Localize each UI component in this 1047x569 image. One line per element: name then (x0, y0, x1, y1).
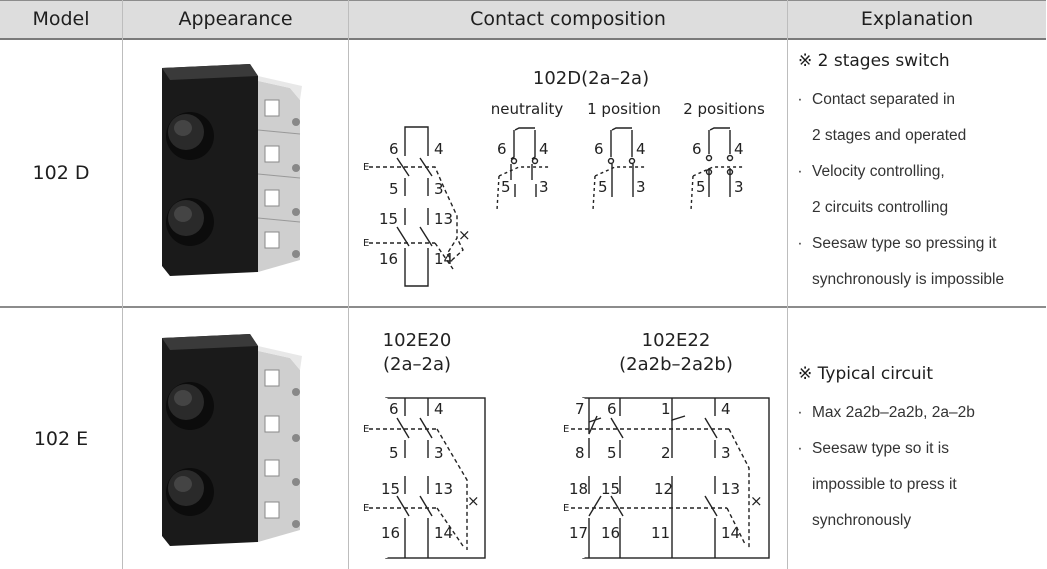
terminal-label: 3 (539, 178, 549, 196)
diagram-title: 102E22 (642, 330, 711, 351)
terminal-label: 5 (501, 178, 511, 196)
terminal-label: 4 (734, 140, 744, 158)
explanation-cell-102e: ※ Typical circuit ·Max 2a2b–2a2b, 2a–2b … (788, 308, 1046, 569)
terminal-label: 5 (389, 180, 399, 198)
terminal-label: 7 (575, 400, 585, 418)
bullet-icon: · (797, 440, 803, 457)
terminal-label: 4 (539, 140, 549, 158)
diagram-subtitle: (2a2b–2a2b) (619, 354, 733, 375)
column-divider (122, 0, 123, 569)
terminal-label: 6 (692, 140, 702, 158)
bullet-icon: · (797, 163, 803, 180)
explanation-title: ※ 2 stages switch (798, 51, 950, 71)
terminal-label: 16 (379, 250, 398, 268)
terminal-label: 3 (636, 178, 646, 196)
terminal-label: 8 (575, 444, 585, 462)
terminal-label: 16 (601, 524, 620, 542)
column-divider (348, 0, 349, 569)
earth-label: E (563, 503, 569, 514)
header-explanation: Explanation (860, 8, 974, 30)
terminal-label: 3 (434, 180, 444, 198)
column-divider (787, 0, 788, 569)
terminal-label: 17 (569, 524, 588, 542)
bullet-icon: · (797, 91, 803, 108)
explanation-cell-102d: ※ 2 stages switch ·Contact separated in … (788, 40, 1046, 306)
earth-label: E (563, 424, 569, 435)
diagram-subtitle: (2a–2a) (383, 354, 451, 375)
contact-diagram-102e: 102E20 (2a–2a) 102E22 (2a2b–2a2b) 6 4 (363, 330, 770, 559)
header-bottom-border (0, 38, 1046, 40)
explanation-line: 2 stages and operated (812, 127, 967, 144)
table-header (0, 0, 1046, 38)
terminal-label: 14 (434, 524, 453, 542)
terminal-label: 6 (389, 140, 399, 158)
switch-photo-102e (162, 334, 302, 546)
terminal-label: 13 (721, 480, 740, 498)
terminal-label: 12 (654, 480, 673, 498)
terminal-label: 5 (607, 444, 617, 462)
terminal-label: 6 (594, 140, 604, 158)
explanation-line: 2 circuits controlling (812, 199, 949, 216)
terminal-label: 15 (601, 480, 620, 498)
terminal-label: 1 (661, 400, 671, 418)
header-appearance: Appearance (178, 8, 293, 30)
position-label: 2 positions (683, 100, 765, 118)
explanation-line: ·Velocity controlling, (788, 163, 944, 181)
explanation-line: impossible to press it (812, 476, 957, 493)
row-divider (0, 306, 1046, 308)
contact-diagram-102d: 102D(2a–2a) neutrality 1 position 2 posi… (363, 68, 765, 287)
explanation-line: ·Max 2a2b–2a2b, 2a–2b (788, 404, 974, 422)
terminal-label: 3 (721, 444, 731, 462)
position-label: neutrality (491, 100, 564, 118)
diagram-title: 102E20 (383, 330, 452, 351)
explanation-line: synchronously (812, 512, 912, 529)
header-model: Model (32, 8, 90, 30)
bullet-icon: · (797, 404, 803, 421)
model-cell-102e: 102 E (33, 427, 89, 450)
bullet-icon: · (797, 235, 803, 252)
terminal-label: 15 (381, 480, 400, 498)
earth-label: E (363, 162, 369, 173)
terminal-label: 4 (434, 400, 444, 418)
terminal-label: 3 (434, 444, 444, 462)
diagram-title: 102D(2a–2a) (533, 68, 649, 89)
explanation-line: ·Seesaw type so pressing it (788, 235, 996, 253)
explanation-line: ·Contact separated in (788, 91, 955, 109)
terminal-label: 18 (569, 480, 588, 498)
position-label: 1 position (587, 100, 661, 118)
cross-mark-icon: × (750, 492, 763, 510)
explanation-title: ※ Typical circuit (798, 364, 934, 384)
terminal-label: 11 (651, 524, 670, 542)
terminal-label: 13 (434, 210, 453, 228)
terminal-label: 4 (434, 140, 444, 158)
terminal-label: 6 (497, 140, 507, 158)
table-top-border (0, 0, 1046, 1)
terminal-label: 4 (636, 140, 646, 158)
terminal-label: 2 (661, 444, 671, 462)
model-cell-102d: 102 D (32, 162, 90, 184)
explanation-line: synchronously is impossible (812, 271, 1005, 288)
header-contact-composition: Contact composition (470, 8, 666, 30)
terminal-label: 4 (721, 400, 731, 418)
terminal-label: 14 (434, 250, 453, 268)
earth-label: E (363, 503, 369, 514)
explanation-line: ·Seesaw type so it is (788, 440, 949, 458)
cross-mark-icon: × (467, 492, 480, 510)
switch-photo-102d (162, 64, 302, 276)
terminal-label: 6 (607, 400, 617, 418)
terminal-label: 5 (598, 178, 608, 196)
earth-label: E (363, 424, 369, 435)
terminal-label: 16 (381, 524, 400, 542)
cross-mark-icon: × (458, 226, 471, 244)
terminal-label: 6 (389, 400, 399, 418)
terminal-label: 15 (379, 210, 398, 228)
terminal-label: 5 (696, 178, 706, 196)
terminal-label: 3 (734, 178, 744, 196)
terminal-label: 14 (721, 524, 740, 542)
terminal-label: 5 (389, 444, 399, 462)
earth-label: E (363, 238, 369, 249)
terminal-label: 13 (434, 480, 453, 498)
